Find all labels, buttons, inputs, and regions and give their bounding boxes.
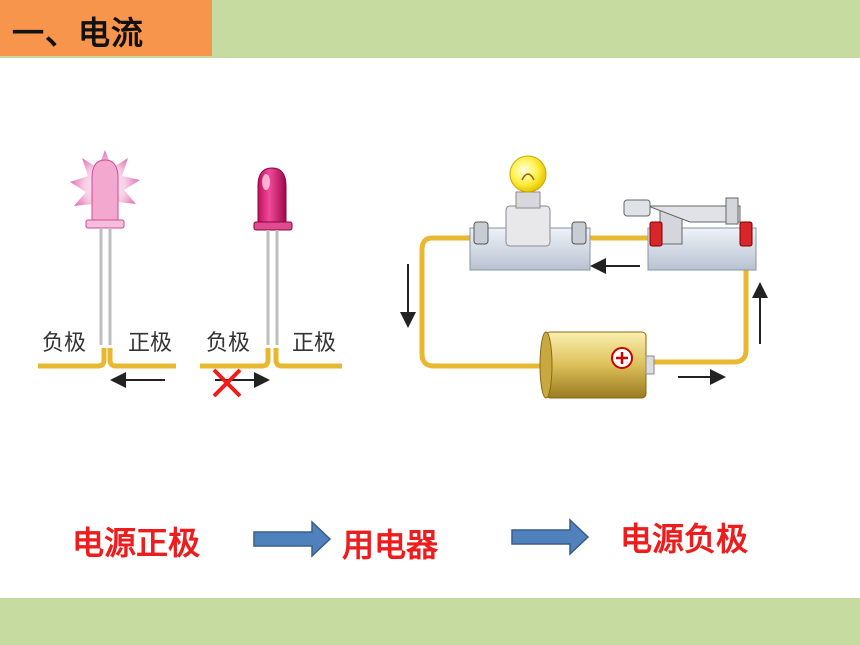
footer-bar: [0, 598, 860, 645]
led2-pos-label: 正极: [292, 331, 337, 356]
lightbulb-icon: [509, 155, 547, 193]
title-box: 一、电流: [0, 0, 212, 56]
cross-icon: [212, 368, 242, 398]
wire-left-neg: [38, 348, 107, 369]
led-glowing: [70, 150, 140, 345]
wire-left-pos: [107, 348, 176, 369]
flow-arrow-1: [253, 520, 332, 558]
plus-sign-icon: [611, 347, 633, 369]
led1-neg-label: 负极: [42, 331, 87, 356]
page-title: 一、电流: [12, 14, 145, 52]
wire-right-neg: [200, 348, 271, 369]
switch-board: [623, 197, 757, 271]
flow-step-appliance: 用电器: [342, 526, 439, 564]
wire-right-pos: [273, 348, 342, 369]
circuit-wires: [419, 235, 749, 369]
battery: [539, 331, 655, 399]
flow-step-negative: 电源负极: [620, 520, 749, 558]
led1-pos-label: 正极: [128, 331, 173, 356]
bulb-board: [469, 155, 591, 271]
flow-step-positive: 电源正极: [72, 524, 201, 562]
led2-neg-label: 负极: [206, 331, 251, 356]
led-off: [253, 167, 293, 345]
flow-arrow-2: [511, 518, 590, 556]
